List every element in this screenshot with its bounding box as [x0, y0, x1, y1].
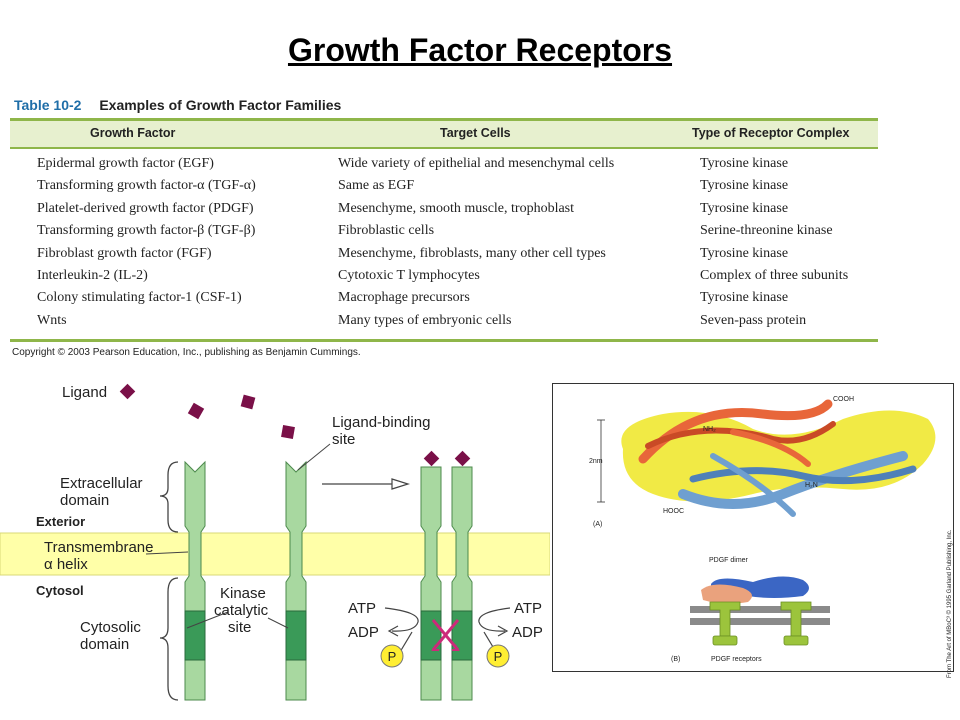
table-row: Epidermal growth factor (EGF) Wide variet… — [10, 154, 878, 176]
binding-site-label: Ligand-binding — [332, 414, 430, 431]
exterior-label: Exterior — [36, 514, 85, 529]
header-growth-factor: Growth Factor — [90, 126, 176, 140]
phosphate-label-right: P — [494, 649, 503, 664]
receptor-diagram: Ligand Ligand-binding site Extracellular… — [0, 383, 550, 701]
receptor-monomer-2 — [285, 460, 307, 701]
pdgf-structure-figure: 2nm COOH NH₂ H₂N HOOC (A) PDGF dimer PDG… — [589, 396, 936, 663]
cell-receptor-type: Tyrosine kinase — [700, 156, 789, 171]
cell-growth-factor: Platelet-derived growth factor (PDGF) — [37, 200, 254, 216]
extracellular-label-2: domain — [60, 492, 109, 509]
pdgf-structure-panel: 2nm COOH NH₂ H₂N HOOC (A) PDGF dimer PDG… — [552, 383, 954, 672]
ligand-icon — [187, 402, 205, 420]
ribbon-blue — [678, 451, 908, 509]
table-caption-text: Examples of Growth Factor Families — [99, 97, 342, 113]
adp-label-right: ADP — [512, 624, 543, 641]
atp-arrow-left — [384, 607, 419, 632]
cell-target-cells: Wide variety of epithelial and mesenchym… — [338, 156, 615, 171]
cell-growth-factor: Colony stimulating factor-1 (CSF-1) — [37, 290, 242, 306]
table-header: Growth Factor Target Cells Type of Recep… — [10, 121, 878, 147]
cell-growth-factor: Epidermal growth factor (EGF) — [37, 156, 214, 171]
nh2-label: NH₂ — [703, 426, 716, 433]
table-number: Table 10-2 — [14, 97, 82, 113]
cell-target-cells: Fibroblastic cells — [338, 223, 435, 239]
ligand-icon — [281, 425, 295, 439]
header-receptor-type: Type of Receptor Complex — [692, 126, 850, 140]
kinase-label-3: site — [228, 619, 251, 636]
cell-receptor-type: Tyrosine kinase — [700, 178, 789, 194]
cell-growth-factor: Transforming growth factor-β (TGF-β) — [37, 223, 256, 239]
cell-target-cells: Many types of embryonic cells — [338, 312, 512, 328]
transmembrane-label: Transmembrane — [44, 539, 153, 556]
copyright: Copyright © 2003 Pearson Education, Inc.… — [12, 347, 361, 358]
table-row: Transforming growth factor-α (TGF-α) Same… — [10, 176, 878, 198]
cytosolic-label-2: domain — [80, 636, 129, 653]
atp-label-left: ATP — [348, 600, 376, 617]
extracellular-brace — [159, 461, 179, 533]
kinase-label-2: catalytic — [214, 602, 269, 619]
table-row: Interleukin-2 (IL-2) Cytotoxic T lymphocy… — [10, 266, 878, 288]
panel-b-label: (B) — [671, 656, 680, 663]
cell-growth-factor: Fibroblast growth factor (FGF) — [37, 245, 212, 261]
pdgf-receptors-label: PDGF receptors — [711, 656, 762, 663]
credit-label: From The Art of MBoC³ © 1995 Garland Pub… — [946, 529, 953, 678]
table-row: Colony stimulating factor-1 (CSF-1) Macro… — [10, 288, 878, 310]
kinase-label: Kinase — [220, 585, 266, 602]
cell-receptor-type: Tyrosine kinase — [700, 290, 789, 306]
ligand-label: Ligand — [62, 384, 107, 401]
ligand-icon — [423, 450, 440, 467]
cooh-label: COOH — [833, 396, 854, 403]
cell-receptor-type: Tyrosine kinase — [700, 245, 789, 261]
activation-cross-icon — [431, 619, 460, 651]
credit-text: From The Art of MBoC³ © 1995 Garland Pub… — [946, 529, 953, 678]
cell-target-cells: Same as EGF — [338, 178, 415, 194]
cytosolic-label: Cytosolic — [80, 619, 141, 636]
phosphate-label-left: P — [388, 649, 397, 664]
table-row: Platelet-derived growth factor (PDGF) Mes… — [10, 199, 878, 221]
cell-receptor-type: Serine-threonine kinase — [700, 223, 833, 239]
membrane-icon — [690, 618, 830, 625]
cell-receptor-type: Complex of three subunits — [700, 267, 849, 283]
cell-growth-factor: Transforming growth factor-α (TGF-α) — [37, 178, 256, 194]
table-row: Wnts Many types of embryonic cells Seven-p… — [10, 311, 878, 333]
table-header-rule — [10, 147, 878, 149]
cell-growth-factor: Wnts — [37, 312, 67, 328]
receptor-dimer — [420, 466, 473, 701]
ligand-icon — [240, 394, 256, 410]
table-caption: Table 10-2 Examples of Growth Factor Fam… — [14, 97, 341, 113]
hooc-label: HOOC — [663, 508, 684, 515]
kinase-domain — [285, 610, 307, 661]
receptor-monomer-1 — [184, 460, 206, 701]
extracellular-label: Extracellular — [60, 475, 143, 492]
transmembrane-label-2: α helix — [44, 556, 88, 573]
table-row: Fibroblast growth factor (FGF) Mesenchyme… — [10, 244, 878, 266]
page-title: Growth Factor Receptors — [287, 32, 673, 68]
cell-receptor-type: Tyrosine kinase — [700, 200, 789, 216]
cell-target-cells: Mesenchyme, smooth muscle, trophoblast — [338, 200, 575, 216]
ligand-icon — [119, 383, 136, 400]
table-body: Epidermal growth factor (EGF) Wide variet… — [10, 154, 878, 333]
table-top-rule — [10, 118, 878, 121]
header-target-cells: Target Cells — [440, 126, 511, 140]
cell-target-cells: Mesenchyme, fibroblasts, many other cell… — [338, 245, 606, 261]
scale-label: 2nm — [589, 458, 603, 465]
atp-label-right: ATP — [514, 600, 542, 617]
h2n-label: H₂N — [805, 482, 818, 489]
cytosol-label: Cytosol — [36, 583, 84, 598]
pdgf-dimer-label: PDGF dimer — [709, 557, 749, 564]
cell-receptor-type: Seven-pass protein — [700, 312, 807, 328]
phosphate-icon — [486, 644, 510, 668]
panel-a-label: (A) — [593, 521, 602, 528]
cell-growth-factor: Interleukin-2 (IL-2) — [37, 267, 148, 283]
kinase-domain — [184, 610, 206, 661]
cell-target-cells: Macrophage precursors — [338, 290, 470, 306]
table-row: Transforming growth factor-β (TGF-β) Fibr… — [10, 221, 878, 243]
ligand-icon — [454, 450, 471, 467]
atp-arrow-right — [478, 607, 511, 632]
adp-label-left: ADP — [348, 624, 379, 641]
binding-site-label-2: site — [332, 431, 355, 448]
cytosolic-brace — [159, 577, 179, 701]
table-bottom-rule — [10, 339, 878, 342]
phosphate-icon — [380, 644, 404, 668]
cell-target-cells: Cytotoxic T lymphocytes — [338, 267, 480, 283]
